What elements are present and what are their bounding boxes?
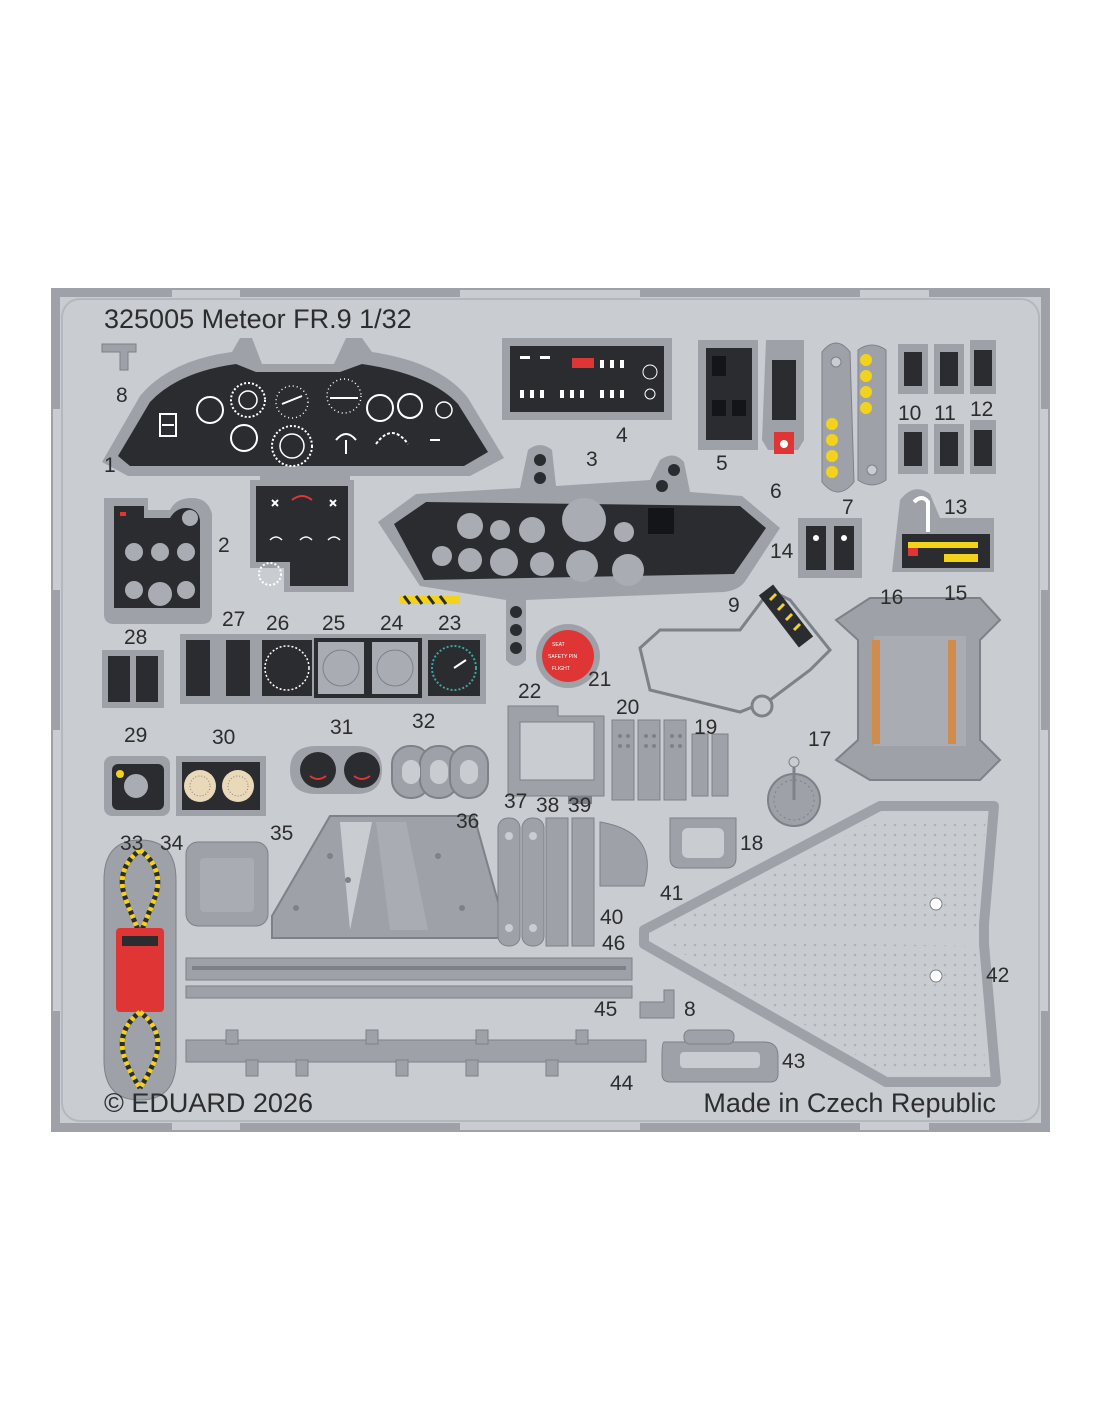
part-label: 31 (330, 716, 353, 739)
part-label: 11 (934, 402, 956, 425)
part-label: 44 (610, 1072, 634, 1095)
part-label: 21 (588, 668, 611, 691)
part-label: 43 (782, 1050, 805, 1073)
part-label: 24 (380, 612, 404, 635)
svg-text:FLIGHT: FLIGHT (552, 666, 570, 672)
part-label: 35 (270, 822, 293, 845)
parts-37-40-strips (497, 817, 648, 947)
part-32-rings (391, 745, 489, 799)
part-4-top-console (502, 338, 672, 420)
part-label: 39 (568, 794, 591, 817)
origin-text: Made in Czech Republic (703, 1088, 996, 1118)
part-14-boxes (798, 518, 862, 578)
parts-10-12-switch-boxes (898, 340, 996, 474)
part-label: 2 (218, 534, 230, 557)
parts-23-27-instruments (180, 634, 486, 704)
part-label: 23 (438, 612, 461, 635)
part-label: 20 (616, 696, 639, 719)
part-17-dial (767, 756, 821, 827)
part-label: 41 (660, 882, 683, 905)
part-label: 8 (116, 384, 128, 407)
part-18-bracket (669, 817, 737, 869)
part-8-small-bracket (639, 989, 675, 1019)
part-1-instrument-panel (102, 338, 504, 486)
copyright-text: © EDUARD 2026 (104, 1088, 313, 1118)
part-6-panel (762, 340, 804, 454)
part-label: 45 (594, 998, 617, 1021)
part-9-frame (638, 584, 833, 718)
part-3-console-panel (378, 445, 780, 666)
part-28-boxes (102, 650, 164, 708)
part-label: 25 (322, 612, 345, 635)
part-label: 15 (944, 582, 967, 605)
part-label: 22 (518, 680, 541, 703)
part-label: 3 (586, 448, 598, 471)
part-16-seat-frame (834, 597, 1002, 781)
part-21-red-decal: SEAT SAFETY PIN FLIGHT (536, 624, 600, 688)
part-7-strip (821, 342, 887, 493)
part-label: 27 (222, 608, 245, 631)
part-label: 6 (770, 480, 782, 503)
part-8-bracket (101, 343, 137, 371)
part-label: 26 (266, 612, 289, 635)
part-label: 7 (842, 496, 854, 519)
part-label: 29 (124, 724, 147, 747)
part-1-lower-panel (250, 480, 354, 592)
part-label: 33 (120, 832, 143, 855)
part-label: 42 (986, 964, 1009, 987)
part-33-harness (103, 839, 177, 1101)
svg-text:SEAT: SEAT (552, 642, 565, 648)
part-label: 28 (124, 626, 147, 649)
part-label: 18 (740, 832, 763, 855)
product-title: 325005 Meteor FR.9 1/32 (104, 304, 412, 334)
part-label: 19 (694, 716, 717, 739)
part-label: 17 (808, 728, 831, 751)
part-label: 46 (602, 932, 625, 955)
part-label: 34 (160, 832, 184, 855)
part-label: 10 (898, 402, 921, 425)
part-label: 13 (944, 496, 967, 519)
svg-text:SAFETY PIN: SAFETY PIN (548, 654, 577, 660)
part-label: 32 (412, 710, 435, 733)
part-2-side-panel (104, 498, 212, 624)
part-label: 14 (770, 540, 794, 563)
part-label: 40 (600, 906, 623, 929)
part-13-throttle (892, 489, 994, 572)
part-label: 38 (536, 794, 559, 817)
part-label: 30 (212, 726, 235, 749)
part-29-selector (104, 756, 170, 816)
part-label: 16 (880, 586, 903, 609)
part-42-wing-panel (639, 801, 1001, 1087)
parts-19-22-strips (507, 705, 729, 804)
part-label: 1 (104, 454, 116, 477)
part-label: 37 (504, 790, 527, 813)
part-label: 4 (616, 424, 628, 447)
part-5-panel (698, 340, 758, 450)
parts-44-46-long-strips (185, 957, 647, 1077)
parts-34-36-panels (185, 815, 503, 939)
part-label: 12 (970, 398, 993, 421)
part-31-dials (290, 746, 382, 794)
part-label: 36 (456, 810, 479, 833)
part-labels: 8 1 2 3 4 5 6 7 10 11 12 13 14 15 16 9 1… (104, 384, 1009, 1095)
part-label: 9 (728, 594, 740, 617)
part-label: 8 (684, 998, 696, 1021)
part-43-bracket (661, 1029, 779, 1083)
part-30-dials (176, 756, 266, 816)
part-label: 5 (716, 452, 728, 475)
